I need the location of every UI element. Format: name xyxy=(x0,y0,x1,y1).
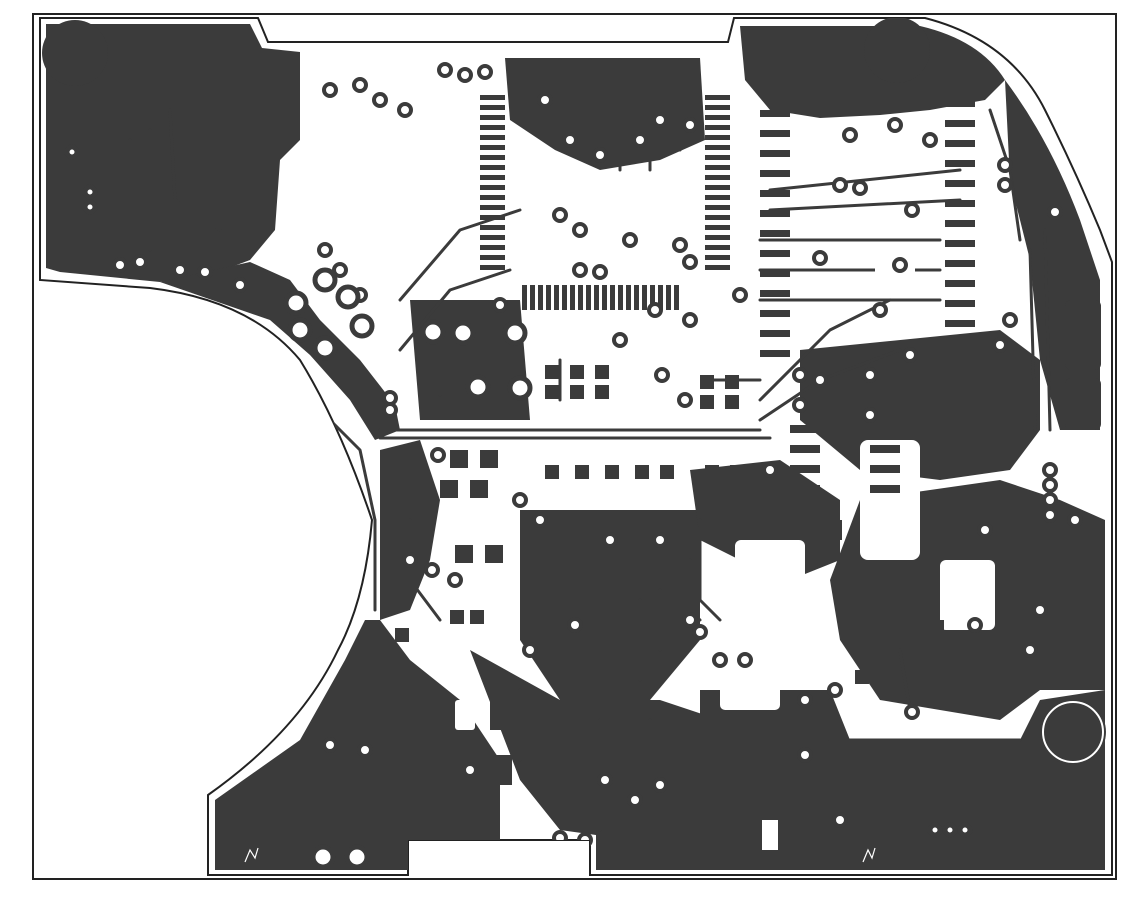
pour-right-mid xyxy=(800,330,1040,480)
figure-frame xyxy=(32,13,1117,880)
vias xyxy=(112,62,1083,848)
ic-pads-top xyxy=(520,60,693,85)
ic2-pads-left xyxy=(760,90,790,357)
through-hole-pads xyxy=(64,144,973,870)
mounting-holes xyxy=(42,18,1106,765)
pour-bottom-right xyxy=(600,690,1105,870)
signal-traces xyxy=(128,58,1052,842)
smd-pads xyxy=(105,35,1101,849)
ic-pads-bottom xyxy=(522,285,679,310)
board-outline xyxy=(39,17,1113,876)
mounting-hole-rings xyxy=(1042,701,1104,763)
pour-top-center xyxy=(505,58,705,170)
pour-center-lower xyxy=(520,510,700,700)
ic-pads-left xyxy=(480,95,505,270)
fiducial-marks xyxy=(244,847,876,863)
pour-bottom-left xyxy=(215,620,500,870)
ic-pads-right xyxy=(705,95,730,270)
ic2-pads-right xyxy=(945,100,975,347)
pour-left-arc xyxy=(160,262,400,440)
